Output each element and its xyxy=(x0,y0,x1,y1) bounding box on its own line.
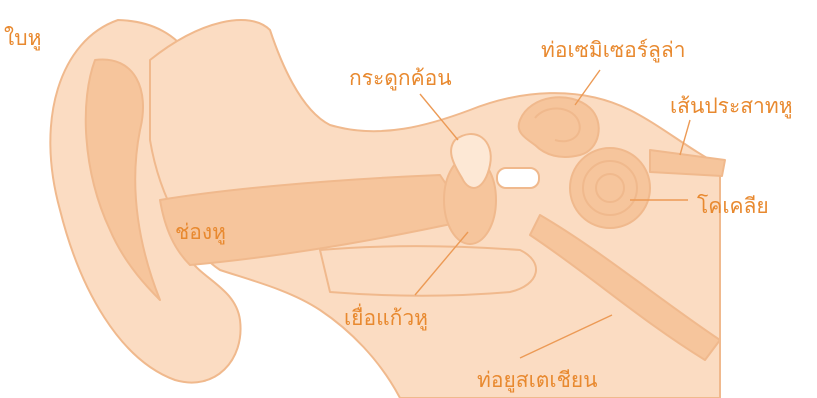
label-malleus: กระดูกค้อน xyxy=(349,68,452,89)
label-auditory-nerve: เส้นประสาทหู xyxy=(670,96,793,117)
label-pinna: ใบหู xyxy=(4,28,41,49)
label-semicircular-canals: ท่อเซมิเซอร์ลูล่า xyxy=(541,40,686,61)
jaw-shape xyxy=(320,246,536,296)
label-eustachian-tube: ท่อยูสเตเชียน xyxy=(477,370,597,391)
label-eardrum: เยื่อแก้วหู xyxy=(344,308,428,329)
stapes-shape xyxy=(497,168,539,188)
label-cochlea: โคเคลีย xyxy=(697,196,769,217)
label-ear-canal: ช่องหู xyxy=(175,222,226,243)
